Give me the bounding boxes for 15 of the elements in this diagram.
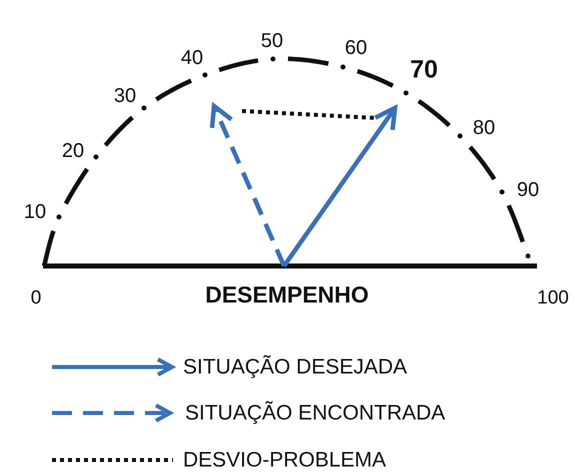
scale-number: 20 bbox=[62, 141, 84, 161]
scale-number: 30 bbox=[114, 86, 136, 106]
scale-number: 70 bbox=[410, 58, 438, 82]
scale-number: 50 bbox=[260, 31, 284, 51]
scale-number: 100 bbox=[537, 288, 569, 308]
legend-label: SITUAÇÃO ENCONTRADA bbox=[185, 402, 446, 424]
scale-number: 10 bbox=[24, 202, 46, 222]
scale-number: 90 bbox=[516, 180, 540, 200]
scale-number: 80 bbox=[472, 118, 496, 138]
scale-number: 60 bbox=[344, 38, 368, 58]
scale-number: 0 bbox=[30, 288, 42, 308]
legend-label: SITUAÇÃO DESEJADA bbox=[183, 356, 408, 378]
scale-number: 40 bbox=[180, 48, 204, 68]
legend-label: DESVIO-PROBLEMA bbox=[183, 450, 386, 470]
axis-title: DESEMPENHO bbox=[205, 284, 369, 306]
